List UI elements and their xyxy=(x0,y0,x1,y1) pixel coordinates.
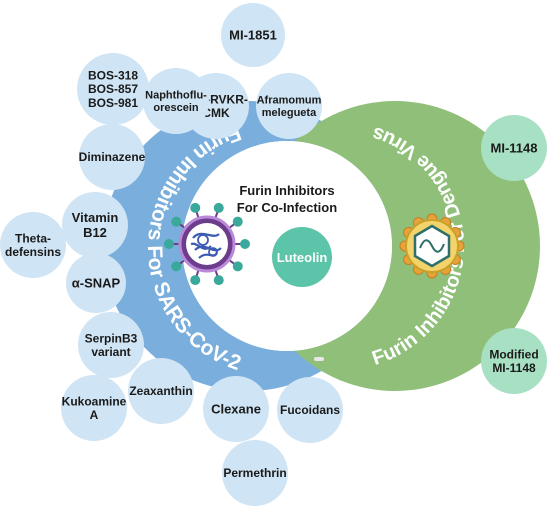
compound-label: Vitamin xyxy=(72,210,119,225)
compound-bubble-shape xyxy=(79,124,145,190)
compound-bubble-shape xyxy=(222,440,288,506)
compound-bubble-shape xyxy=(66,253,126,313)
compound-label: MI-1148 xyxy=(492,361,536,375)
compound-bubble-zeaxanthin: Zeaxanthin xyxy=(128,358,194,424)
luteolin-node: Luteolin xyxy=(272,227,332,287)
compound-bubble-mi-1851: MI-1851 xyxy=(221,3,285,67)
compound-label: Aframomum xyxy=(257,95,322,107)
compound-label: Naphthoflu- xyxy=(145,90,207,102)
compound-label: defensins xyxy=(5,245,61,259)
compound-bubble-shape xyxy=(143,68,209,134)
compound-bubble-fucoidans: Fucoidans xyxy=(277,377,343,443)
compound-bubble-shape xyxy=(78,312,144,378)
compound-label: variant xyxy=(91,345,130,359)
compound-label: A xyxy=(90,408,99,422)
luteolin-bubble xyxy=(272,227,332,287)
compound-bubble-shape xyxy=(62,192,128,258)
compound-bubble-shape xyxy=(481,328,547,394)
compound-label: BOS-981 xyxy=(88,96,138,110)
compound-bubble-shape xyxy=(481,115,547,181)
compound-label: Kukoamine xyxy=(62,394,127,408)
compound-bubble-naphthofluorescein: Naphthoflu-orescein xyxy=(143,68,209,134)
compound-label: MI-1148 xyxy=(491,141,538,156)
compound-label: α-SNAP xyxy=(72,276,121,291)
center-title-line2: For Co-Infection xyxy=(237,200,337,215)
compound-label: melegueta xyxy=(262,107,317,119)
compound-bubble-permethrin: Permethrin xyxy=(222,440,288,506)
compound-bubble-clexane: Clexane xyxy=(203,376,269,442)
compound-bubble-shape xyxy=(0,212,66,278)
compound-bubble-diminazene: Diminazene xyxy=(79,124,146,190)
luteolin-label: Luteolin xyxy=(277,250,328,265)
compound-bubble-alpha-snap: α-SNAP xyxy=(66,253,126,313)
compound-bubble-shape xyxy=(203,376,269,442)
compound-label: Fucoidans xyxy=(280,403,340,417)
compound-bubble-shape xyxy=(277,377,343,443)
compound-label: Permethrin xyxy=(223,466,286,480)
compound-bubble-shape xyxy=(77,53,149,125)
compound-label: B12 xyxy=(83,225,107,240)
compound-label: Modified xyxy=(489,347,538,361)
compound-label: CMK xyxy=(202,106,230,120)
compound-label: SerpinB3 xyxy=(85,331,138,345)
compound-label: Zeaxanthin xyxy=(129,384,192,398)
center-title-line1: Furin Inhibitors xyxy=(239,183,334,198)
panel-junction-mark xyxy=(314,357,324,361)
compound-label: Clexane xyxy=(211,402,261,417)
compound-label: orescein xyxy=(153,102,199,114)
dengue-virus-icon xyxy=(399,213,465,279)
compound-bubble-shape xyxy=(61,375,127,441)
compound-label: Theta- xyxy=(15,231,51,245)
compound-bubble-shape xyxy=(221,3,285,67)
coronavirus-icon xyxy=(164,202,250,286)
compound-bubble-shape xyxy=(128,358,194,424)
compound-bubble-shape xyxy=(256,73,322,139)
compound-label: BOS-857 xyxy=(88,82,138,96)
compound-label: BOS-318 xyxy=(88,68,138,82)
compound-label: MI-1851 xyxy=(229,28,277,43)
compound-label: Diminazene xyxy=(79,150,146,164)
compound-bubbles: MI-1851Dec-RVKR-CMKAframomummeleguetaBOS… xyxy=(0,3,547,506)
compound-bubble-mi-1148: MI-1148 xyxy=(481,115,547,181)
compound-bubble-theta-defensins: Theta-defensins xyxy=(0,212,66,278)
